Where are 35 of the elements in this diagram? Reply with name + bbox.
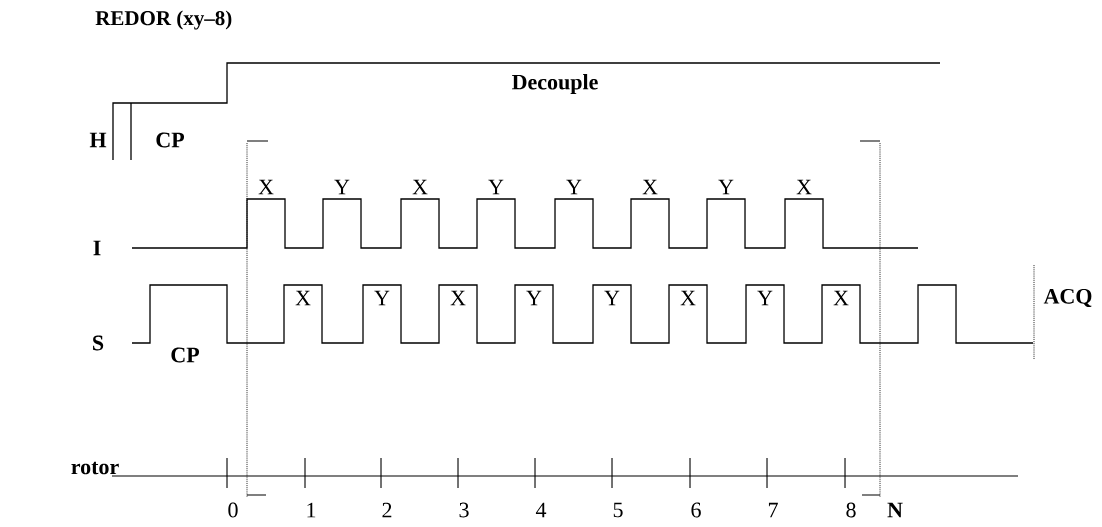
rotor-period-number: 8 bbox=[846, 502, 856, 518]
pulse-phase-label: Y bbox=[526, 290, 542, 306]
channel-label: H bbox=[89, 132, 107, 148]
pulse-phase-label: Y bbox=[757, 290, 773, 306]
pulse-phase-label: X bbox=[642, 179, 658, 195]
diagram-title: REDOR (xy–8) bbox=[95, 10, 232, 30]
period-label: CP bbox=[171, 347, 200, 363]
rotor-period-number: 3 bbox=[459, 502, 469, 518]
period-label: CP bbox=[156, 132, 185, 148]
channel-label: rotor bbox=[71, 461, 119, 475]
rotor-period-number: 7 bbox=[768, 502, 778, 518]
channel-label: S bbox=[93, 335, 104, 351]
pulse-phase-label: X bbox=[450, 290, 466, 306]
acquisition-label: ACQ bbox=[1043, 288, 1092, 308]
pulse-phase-label: X bbox=[833, 290, 849, 306]
pulse-phase-label: X bbox=[258, 179, 274, 195]
pulse-phase-label: Y bbox=[566, 179, 582, 195]
rotor-period-number: 2 bbox=[382, 502, 392, 518]
pulse-phase-label: Y bbox=[334, 179, 350, 195]
pulse-phase-label: X bbox=[295, 290, 311, 306]
pulse-phase-label: X bbox=[412, 179, 428, 195]
pulse-phase-label: Y bbox=[604, 290, 620, 306]
rotor-period-number: 5 bbox=[613, 502, 623, 518]
pulse-phase-label: Y bbox=[374, 290, 390, 306]
pulse-phase-label: X bbox=[680, 290, 696, 306]
channel-label: I bbox=[93, 240, 101, 256]
rotor-period-number: 6 bbox=[691, 502, 701, 518]
pulse-phase-label: Y bbox=[718, 179, 734, 195]
rotor-period-number: 4 bbox=[535, 502, 547, 518]
cycle-count-label: N bbox=[887, 502, 903, 518]
rotor-period-number: 0 bbox=[228, 502, 238, 518]
pulse-phase-label: X bbox=[796, 179, 812, 195]
channel-label: Decouple bbox=[512, 74, 598, 94]
pulse-phase-label: Y bbox=[488, 179, 504, 195]
rotor-period-number: 1 bbox=[307, 502, 316, 518]
